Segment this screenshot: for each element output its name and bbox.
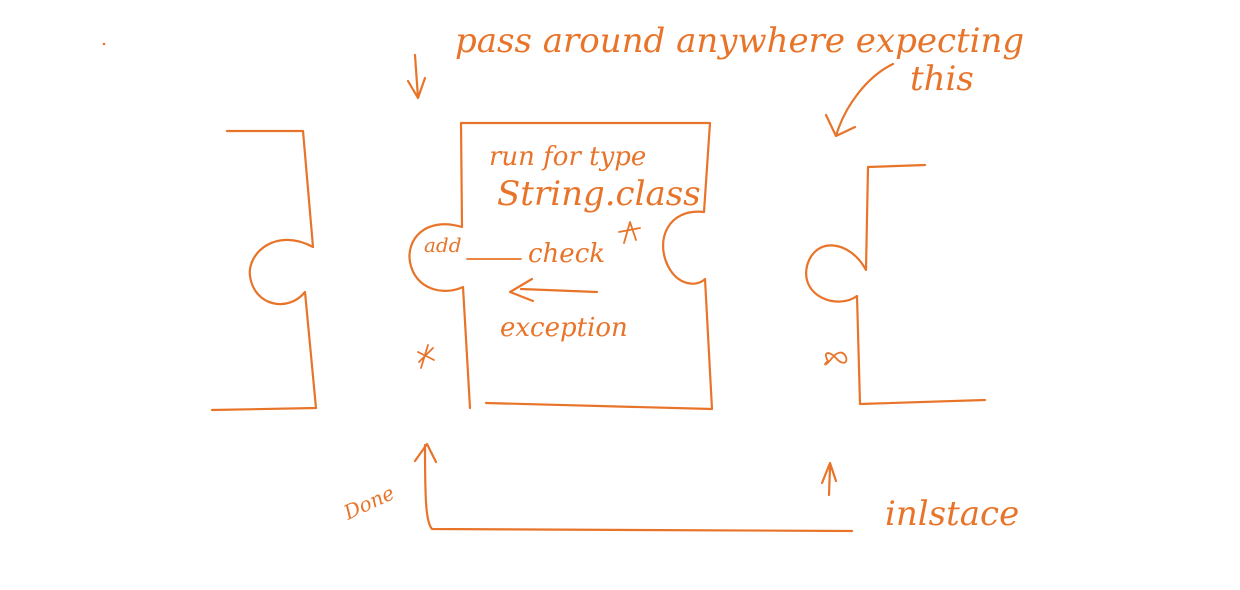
up-arrow-icon [413,442,854,533]
asterisk-mark [417,344,435,369]
down-arrow-icon [406,53,427,100]
add-label: add [424,233,462,257]
curved-arrow-icon [824,62,895,138]
box-text-line2: String.class [497,174,701,214]
exception-label: exception [500,313,628,343]
box-text-line1: run for type [489,142,646,172]
infinity-mark [824,351,848,366]
loop-arrow [820,461,838,497]
stray-dot [102,42,106,46]
top-note-line1: pass around anywhere expecting [455,21,1024,61]
top-note-line2: this [910,59,974,99]
inlstace-label: inlstace [885,494,1019,534]
check-superscript-mark [618,221,641,244]
right-puzzle-piece [805,163,987,406]
done-label: Done [339,480,398,524]
check-label: check [528,239,605,269]
left-arrow-icon [508,277,599,303]
center-puzzle-piece [408,121,714,411]
left-puzzle-piece [210,129,318,412]
